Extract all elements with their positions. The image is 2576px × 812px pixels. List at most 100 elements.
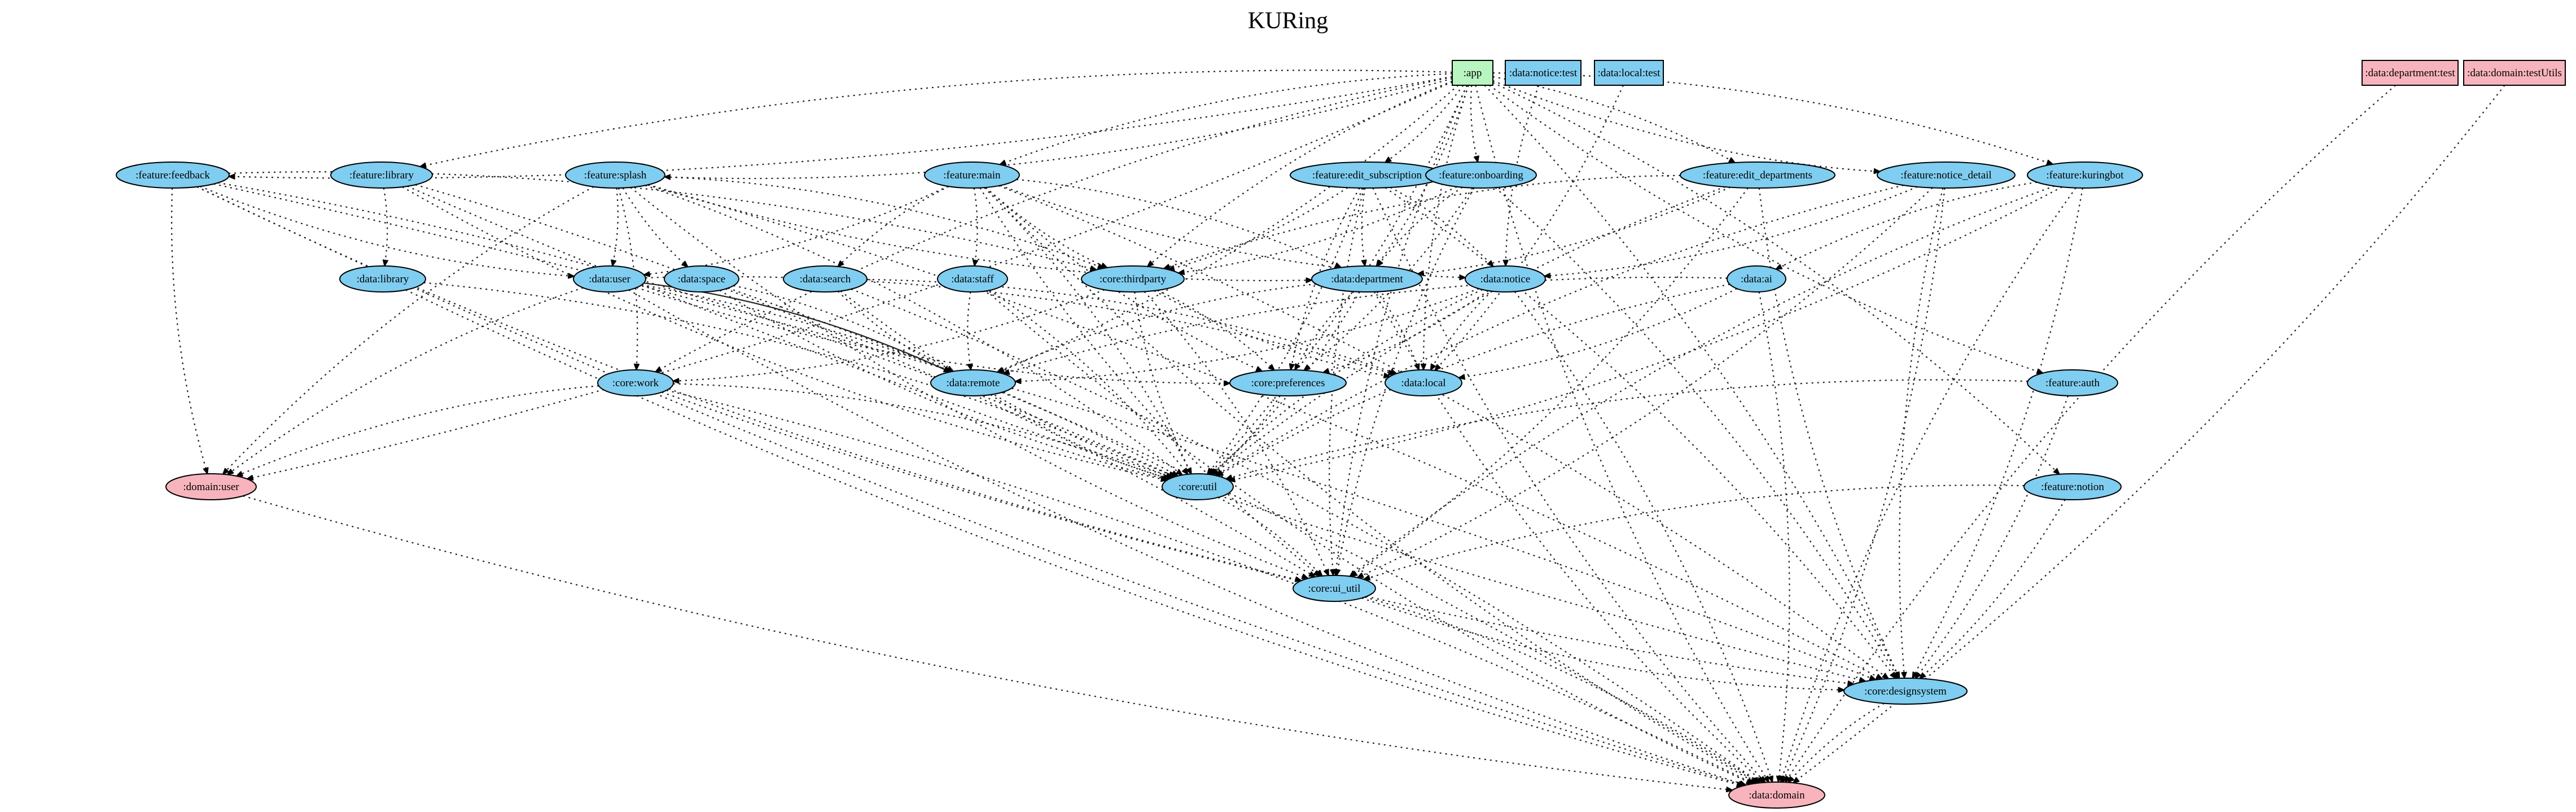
node-label-data-search: :data:search xyxy=(800,273,851,285)
node-shape-data-search xyxy=(783,265,868,293)
node-shape-feature-main xyxy=(924,161,1020,189)
node-shape-feature-auth xyxy=(2027,369,2118,396)
edge-app-to-feature-edit-departments xyxy=(1492,76,1735,163)
node-shape-feature-notice-detail xyxy=(1877,161,2016,189)
edge-data-ai-to-core-util xyxy=(1217,283,1730,476)
node-shape-core-preferences xyxy=(1229,369,1347,396)
node-feature-splash: :feature:splash xyxy=(565,161,665,189)
edge-feature-splash-to-data-department xyxy=(647,184,1312,281)
edge-core-work-to-data-domain xyxy=(666,390,1754,784)
node-label-core-util: :core:util xyxy=(1179,481,1217,493)
edge-data-user-to-data-remote xyxy=(643,282,950,373)
edge-app-to-feature-kuringbot xyxy=(1492,72,2053,164)
node-data-domain: :data:domain xyxy=(1728,782,1825,809)
edge-feature-notice-detail-to-core-designsystem xyxy=(1899,187,1944,678)
node-shape-data-local xyxy=(1385,369,1462,396)
edge-data-search-to-data-remote xyxy=(837,291,951,372)
edge-app-to-core-util xyxy=(1209,85,1468,474)
node-label-data-local-test: :data:local:test xyxy=(1598,67,1661,79)
edge-feature-edit-departments-to-core-thirdparty xyxy=(1164,174,1681,269)
edge-feature-kuringbot-to-core-designsystem xyxy=(1912,187,2083,678)
edge-feature-kuringbot-to-core-ui-util xyxy=(1350,185,2055,577)
node-label-core-ui-util: :core:ui_util xyxy=(1308,583,1361,595)
node-feature-onboarding: :feature:onboarding xyxy=(1425,161,1537,189)
node-label-data-user: :data:user xyxy=(589,273,631,285)
node-shape-core-work xyxy=(597,369,674,396)
node-data-notice: :data:notice xyxy=(1465,265,1546,293)
node-shape-data-notice xyxy=(1465,265,1546,293)
node-label-feature-notion: :feature:notion xyxy=(2041,481,2104,493)
edge-feature-onboarding-to-data-department xyxy=(1377,186,1463,267)
node-core-preferences: :core:preferences xyxy=(1229,369,1347,396)
node-label-feature-main: :feature:main xyxy=(943,169,1001,181)
edge-data-notice-to-data-domain xyxy=(1514,291,1773,782)
edge-data-department-to-data-local xyxy=(1376,291,1419,370)
edge-feature-splash-to-core-util xyxy=(645,185,1182,475)
edge-feature-library-to-core-ui-util xyxy=(415,184,1315,577)
node-label-feature-kuringbot: :feature:kuringbot xyxy=(2046,169,2124,181)
edge-app-to-feature-main xyxy=(1000,73,1453,165)
edge-feature-main-to-data-domain xyxy=(984,187,1756,783)
node-core-designsystem: :core:designsystem xyxy=(1843,678,1968,705)
edge-feature-edit-departments-to-core-util xyxy=(1213,186,1725,475)
node-feature-main: :feature:main xyxy=(924,161,1020,189)
node-label-feature-splash: :feature:splash xyxy=(584,169,647,181)
node-data-notice-test: :data:notice:test xyxy=(1505,60,1581,86)
edge-feature-edit-subscription-to-core-util xyxy=(1207,187,1363,474)
node-shape-core-designsystem xyxy=(1843,678,1968,705)
edge-feature-edit-departments-to-data-department xyxy=(1418,186,1731,274)
edge-feature-auth-to-core-util xyxy=(1226,379,2028,479)
edge-app-to-core-work xyxy=(655,76,1453,372)
node-shape-app xyxy=(1452,60,1493,86)
edge-feature-library-to-core-designsystem xyxy=(407,185,1866,682)
node-core-util: :core:util xyxy=(1162,473,1234,500)
node-data-remote: :data:remote xyxy=(930,369,1016,396)
node-label-domain-user: :domain:user xyxy=(183,481,239,493)
node-shape-data-domain-testUtils xyxy=(2463,60,2566,86)
edge-app-to-core-ui-util xyxy=(1335,85,1468,575)
edge-core-ui-util-to-data-domain xyxy=(1364,596,1759,783)
node-shape-data-user xyxy=(573,265,646,293)
node-feature-feedback: :feature:feedback xyxy=(116,161,230,189)
node-shape-data-remote xyxy=(930,369,1016,396)
edge-feature-feedback-to-core-ui-util xyxy=(196,186,1302,580)
node-label-data-department: :data:department xyxy=(1331,273,1403,285)
edge-data-user-to-data-local xyxy=(645,276,1395,374)
node-data-staff: :data:staff xyxy=(937,265,1008,293)
edge-core-thirdparty-to-data-local xyxy=(1154,290,1390,377)
edge-data-department-test-to-data-domain xyxy=(1785,85,2397,782)
edge-feature-auth-to-core-designsystem xyxy=(1916,395,2069,678)
node-domain-user: :domain:user xyxy=(165,473,257,500)
edge-feature-edit-subscription-to-data-notice xyxy=(1390,186,1493,267)
node-shape-core-thirdparty xyxy=(1081,265,1185,293)
edge-data-notice-to-data-remote xyxy=(1015,288,1479,381)
edge-feature-kuringbot-to-core-util xyxy=(1229,186,2063,481)
node-label-app: :app xyxy=(1464,67,1482,79)
edge-app-to-feature-onboarding xyxy=(1470,85,1478,162)
node-label-core-work: :core:work xyxy=(612,377,659,389)
edge-feature-splash-to-core-thirdparty xyxy=(664,176,1104,268)
edge-data-ai-to-data-local xyxy=(1459,288,1737,378)
edge-feature-onboarding-to-core-designsystem xyxy=(1495,187,1898,678)
node-shape-feature-kuringbot xyxy=(2027,161,2143,189)
edge-data-notice-to-data-local xyxy=(1431,290,1493,370)
edge-feature-main-to-core-designsystem xyxy=(998,185,1889,679)
node-shape-data-space xyxy=(664,265,739,293)
edge-domain-user-to-data-domain xyxy=(243,495,1733,790)
node-label-feature-auth: :feature:auth xyxy=(2045,377,2100,389)
edge-data-search-to-data-domain xyxy=(851,288,1760,783)
edge-app-to-feature-edit-subscription xyxy=(1385,85,1464,163)
node-shape-feature-library xyxy=(330,161,433,189)
nodes-layer: :app :data:notice:test :data:local:test :da… xyxy=(116,60,2566,809)
node-label-core-designsystem: :core:designsystem xyxy=(1864,686,1947,697)
node-data-local-test: :data:local:test xyxy=(1594,60,1664,86)
node-label-data-space: :data:space xyxy=(678,273,725,285)
node-feature-notion: :feature:notion xyxy=(2023,473,2122,500)
edge-feature-splash-to-core-designsystem xyxy=(648,184,1882,679)
node-shape-feature-edit-departments xyxy=(1680,161,1835,189)
edge-feature-feedback-to-domain-user xyxy=(171,187,207,474)
edge-core-ui-util-to-core-designsystem xyxy=(1361,597,1845,690)
node-label-core-thirdparty: :core:thirdparty xyxy=(1099,273,1167,285)
node-shape-feature-notion xyxy=(2023,473,2122,500)
